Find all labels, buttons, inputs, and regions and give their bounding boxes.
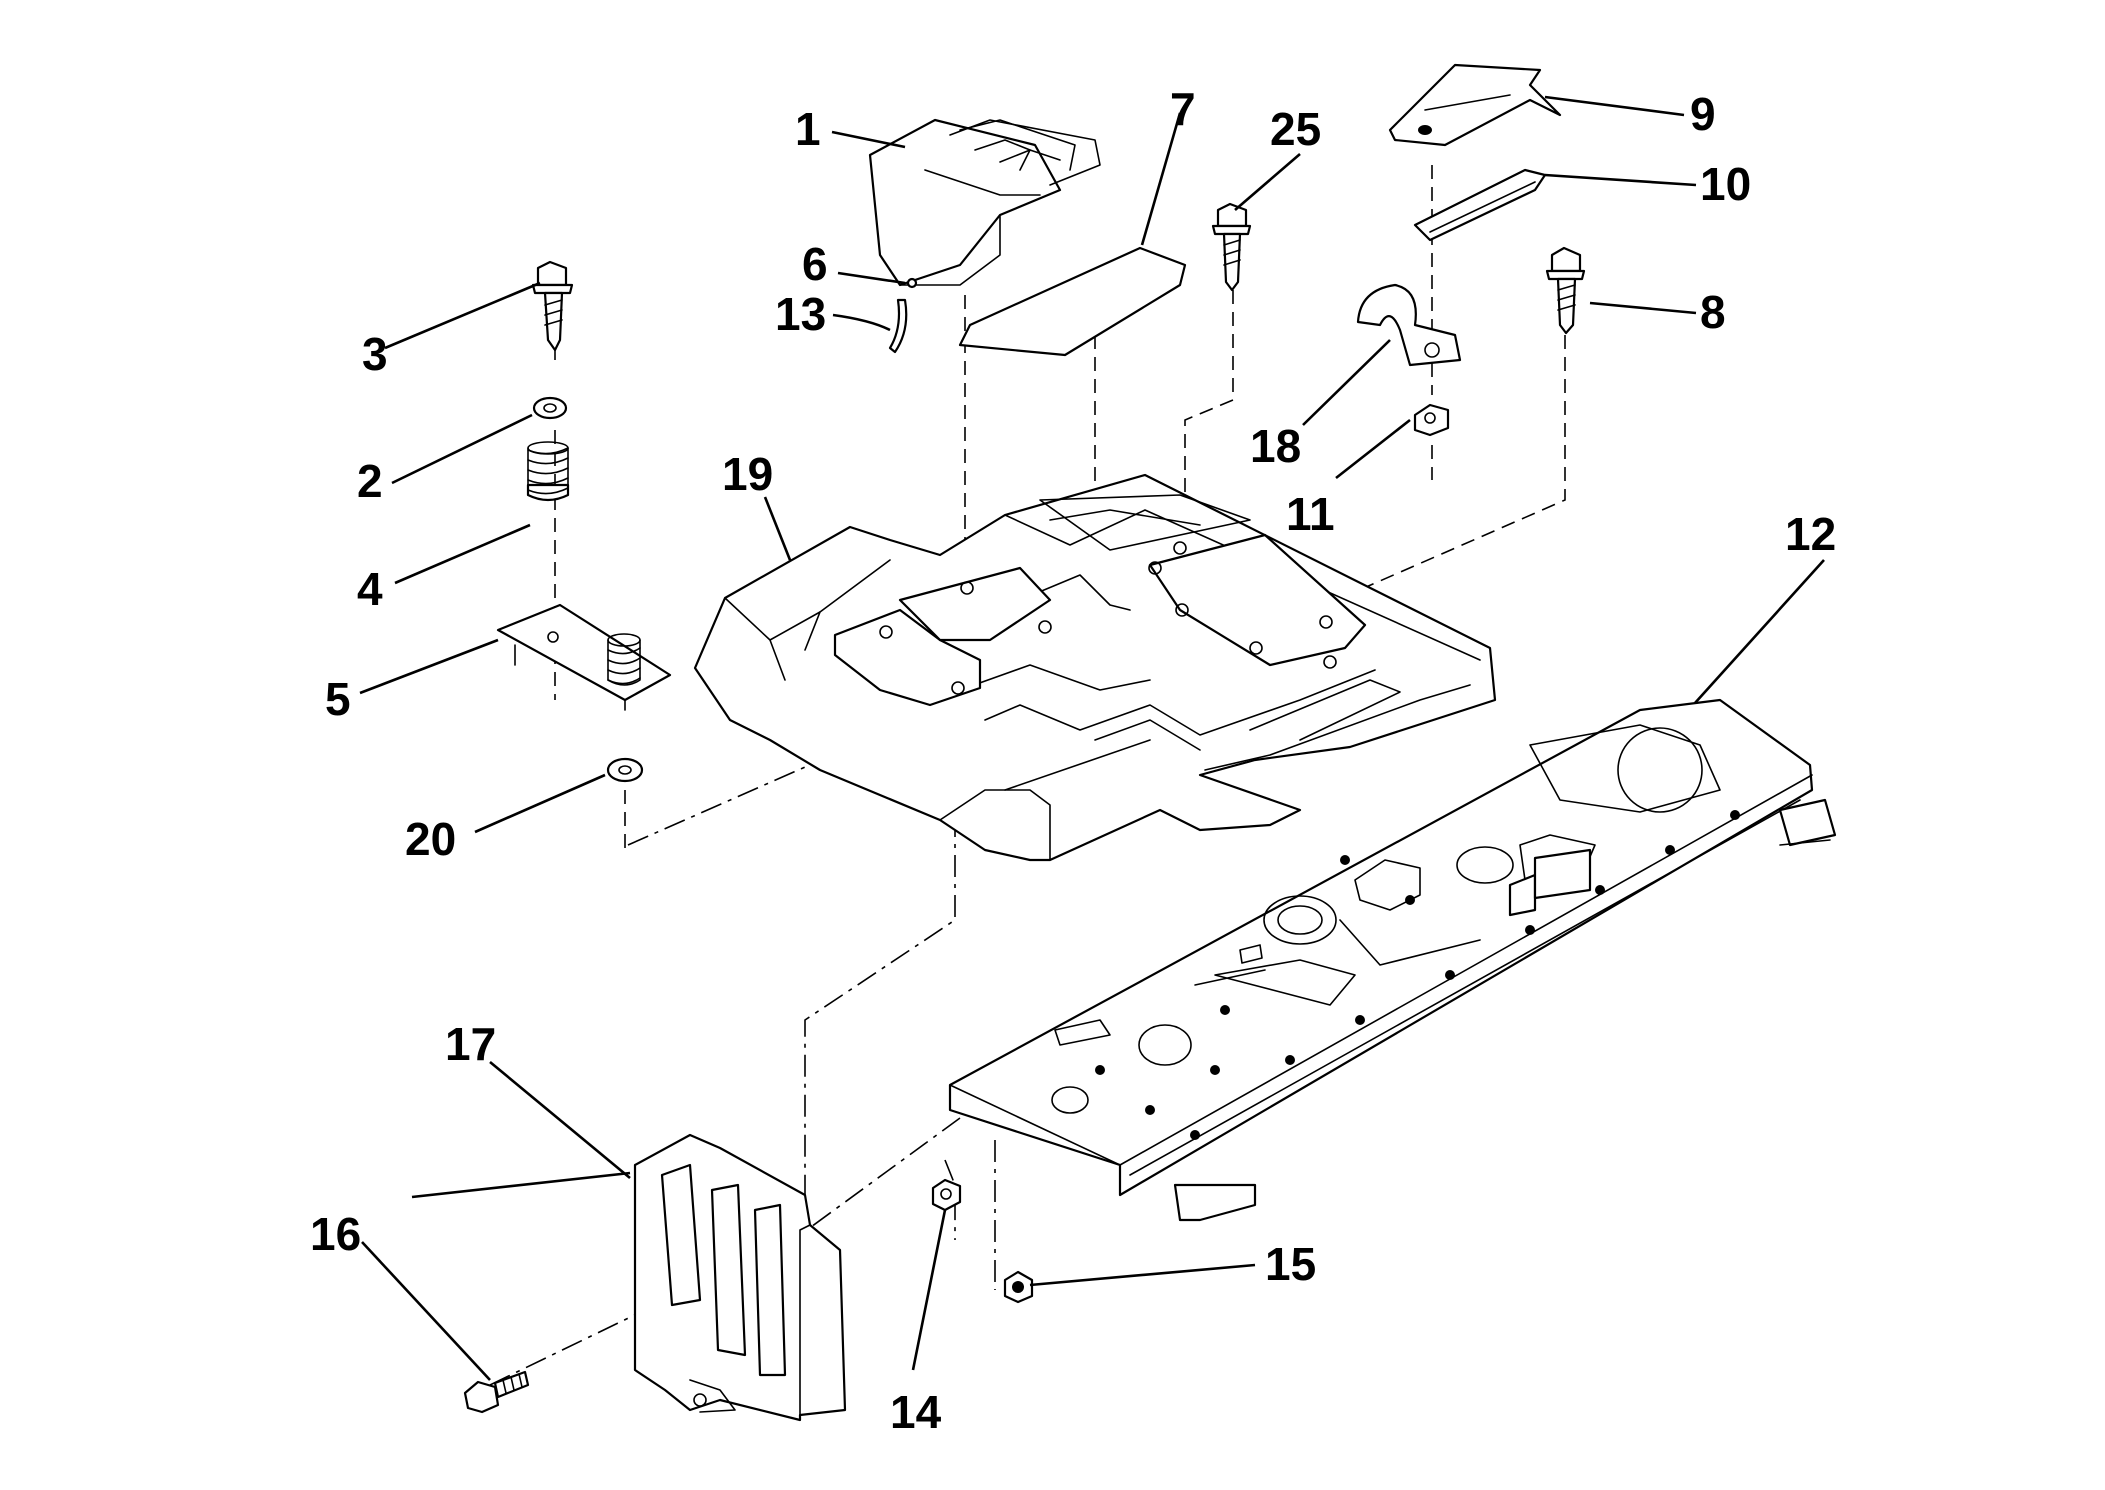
part-14-nut (931, 1178, 962, 1212)
callout-2: 2 (357, 455, 383, 507)
part-20-washer (606, 757, 644, 783)
part-4-spring (526, 441, 570, 502)
part-12-frame (948, 698, 1837, 1222)
part-6-pin (906, 277, 918, 289)
callout-5: 5 (325, 673, 351, 725)
part-10-plate (1413, 168, 1547, 242)
part-8-bolt (1545, 246, 1586, 335)
callout-14: 14 (890, 1386, 942, 1438)
part-11-nut (1413, 403, 1450, 437)
callout-6: 6 (802, 238, 828, 290)
part-19-fender (693, 473, 1497, 862)
part-13-hose (888, 298, 908, 354)
callout-13: 13 (775, 288, 826, 340)
callout-20: 20 (405, 813, 456, 865)
part-16-bolt (463, 1370, 530, 1414)
part-15-nut (1003, 1270, 1034, 1304)
callout-4: 4 (357, 563, 383, 615)
part-17-bracket (633, 1133, 847, 1422)
part-1-tray (868, 118, 1101, 287)
callout-3: 3 (362, 328, 388, 380)
part-25-bolt (1211, 202, 1252, 292)
callout-16: 16 (310, 1208, 361, 1260)
callout-7: 7 (1170, 83, 1196, 135)
callout-12: 12 (1785, 508, 1836, 560)
callout-15: 15 (1265, 1238, 1316, 1290)
part-9-plate (1388, 63, 1562, 147)
part-2-washer (532, 396, 568, 420)
part-3-bolt (531, 260, 574, 352)
callout-labels: 1 2 3 4 5 6 7 8 9 10 11 12 13 14 15 16 1… (310, 83, 1836, 1438)
part-7-decal (958, 246, 1187, 357)
part-18-clamp (1356, 283, 1462, 367)
callout-17: 17 (445, 1018, 496, 1070)
callout-19: 19 (722, 448, 773, 500)
callout-1: 1 (795, 103, 821, 155)
callout-10: 10 (1700, 158, 1751, 210)
callout-18: 18 (1250, 420, 1301, 472)
callout-25: 25 (1270, 103, 1321, 155)
part-5-spring-plate (496, 603, 672, 711)
leader-lines (359, 95, 1825, 1381)
callout-9: 9 (1690, 88, 1716, 140)
callout-8: 8 (1700, 286, 1726, 338)
callout-11: 11 (1286, 488, 1335, 540)
